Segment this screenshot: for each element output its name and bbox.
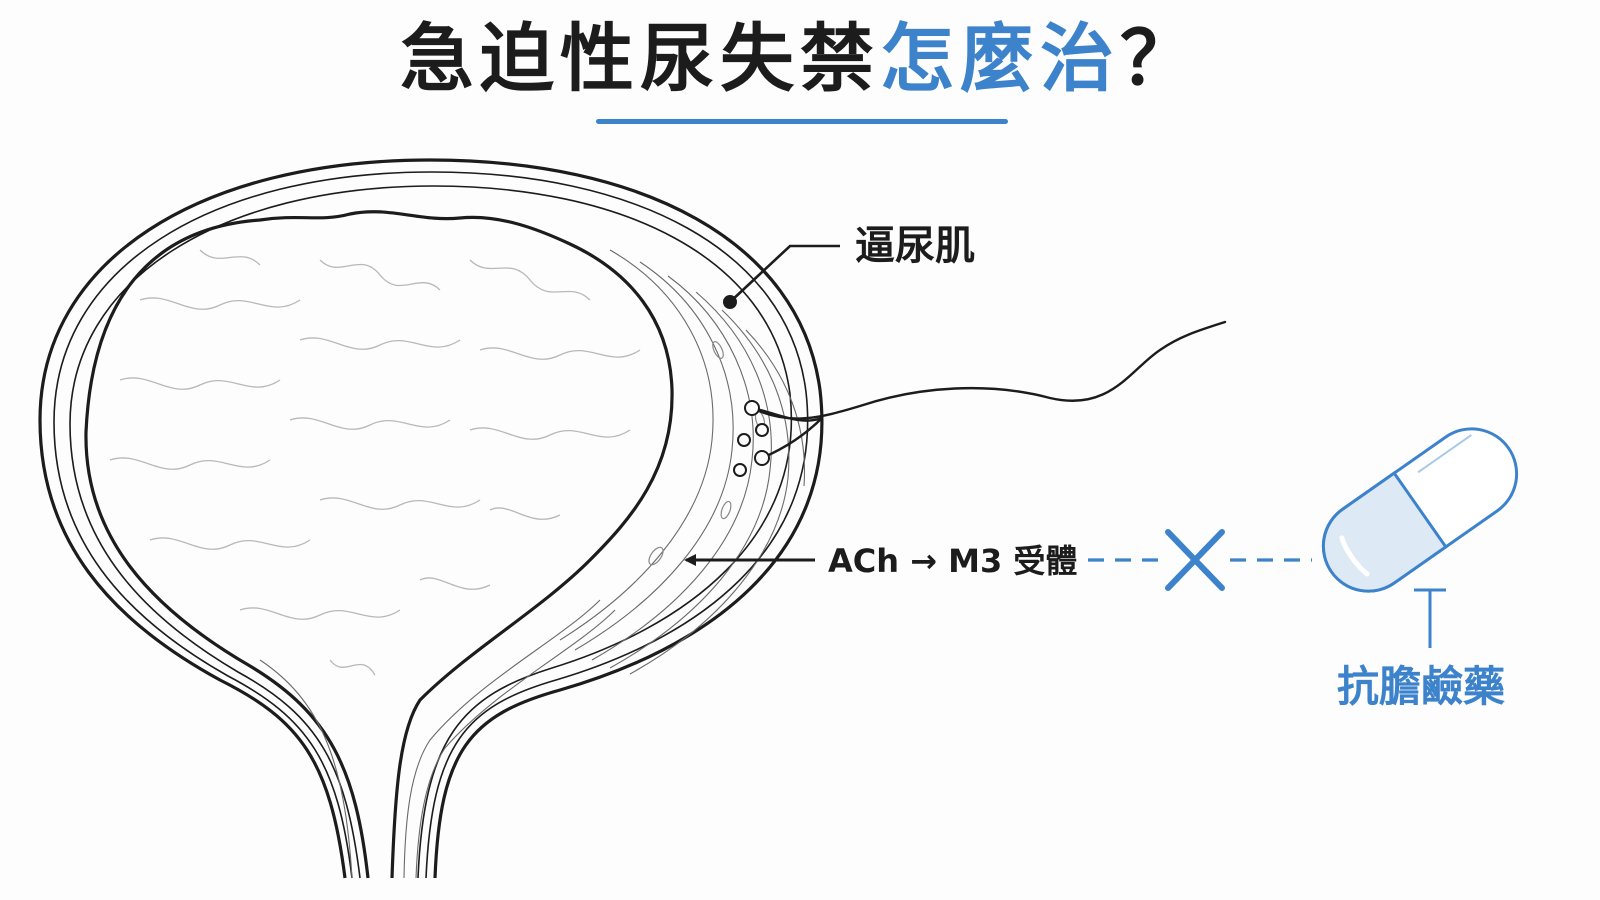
- nerve-terminals: [733, 400, 770, 477]
- title-accent: 怎麼治: [880, 16, 1120, 102]
- capsule-icon: [1321, 427, 1519, 593]
- page-title: 急迫性尿失禁怎麼治？: [0, 22, 1600, 96]
- detrusor-fibers: [259, 249, 806, 879]
- bladder-wall-line-2: [69, 185, 793, 879]
- title-main: 急迫性尿失禁: [400, 16, 880, 102]
- detrusor-label: 逼尿肌: [855, 223, 975, 269]
- muscle-pointer: [723, 244, 840, 309]
- receptor-label: ACh → M3 受體: [828, 542, 1078, 580]
- title-underline: [596, 119, 1008, 124]
- drug-connector: [1414, 588, 1446, 648]
- bladder-mucosa-outline: [84, 210, 674, 879]
- mucosa-folds: [109, 249, 641, 676]
- anticholinergic-label: 抗膽鹼藥: [1337, 662, 1506, 711]
- bladder-outer-outline: [38, 158, 824, 879]
- title-mark: ？: [1120, 16, 1200, 102]
- x-mark-icon: [1165, 529, 1225, 591]
- bladder-wall: [38, 158, 824, 879]
- bladder-wall-line-1: [53, 171, 809, 879]
